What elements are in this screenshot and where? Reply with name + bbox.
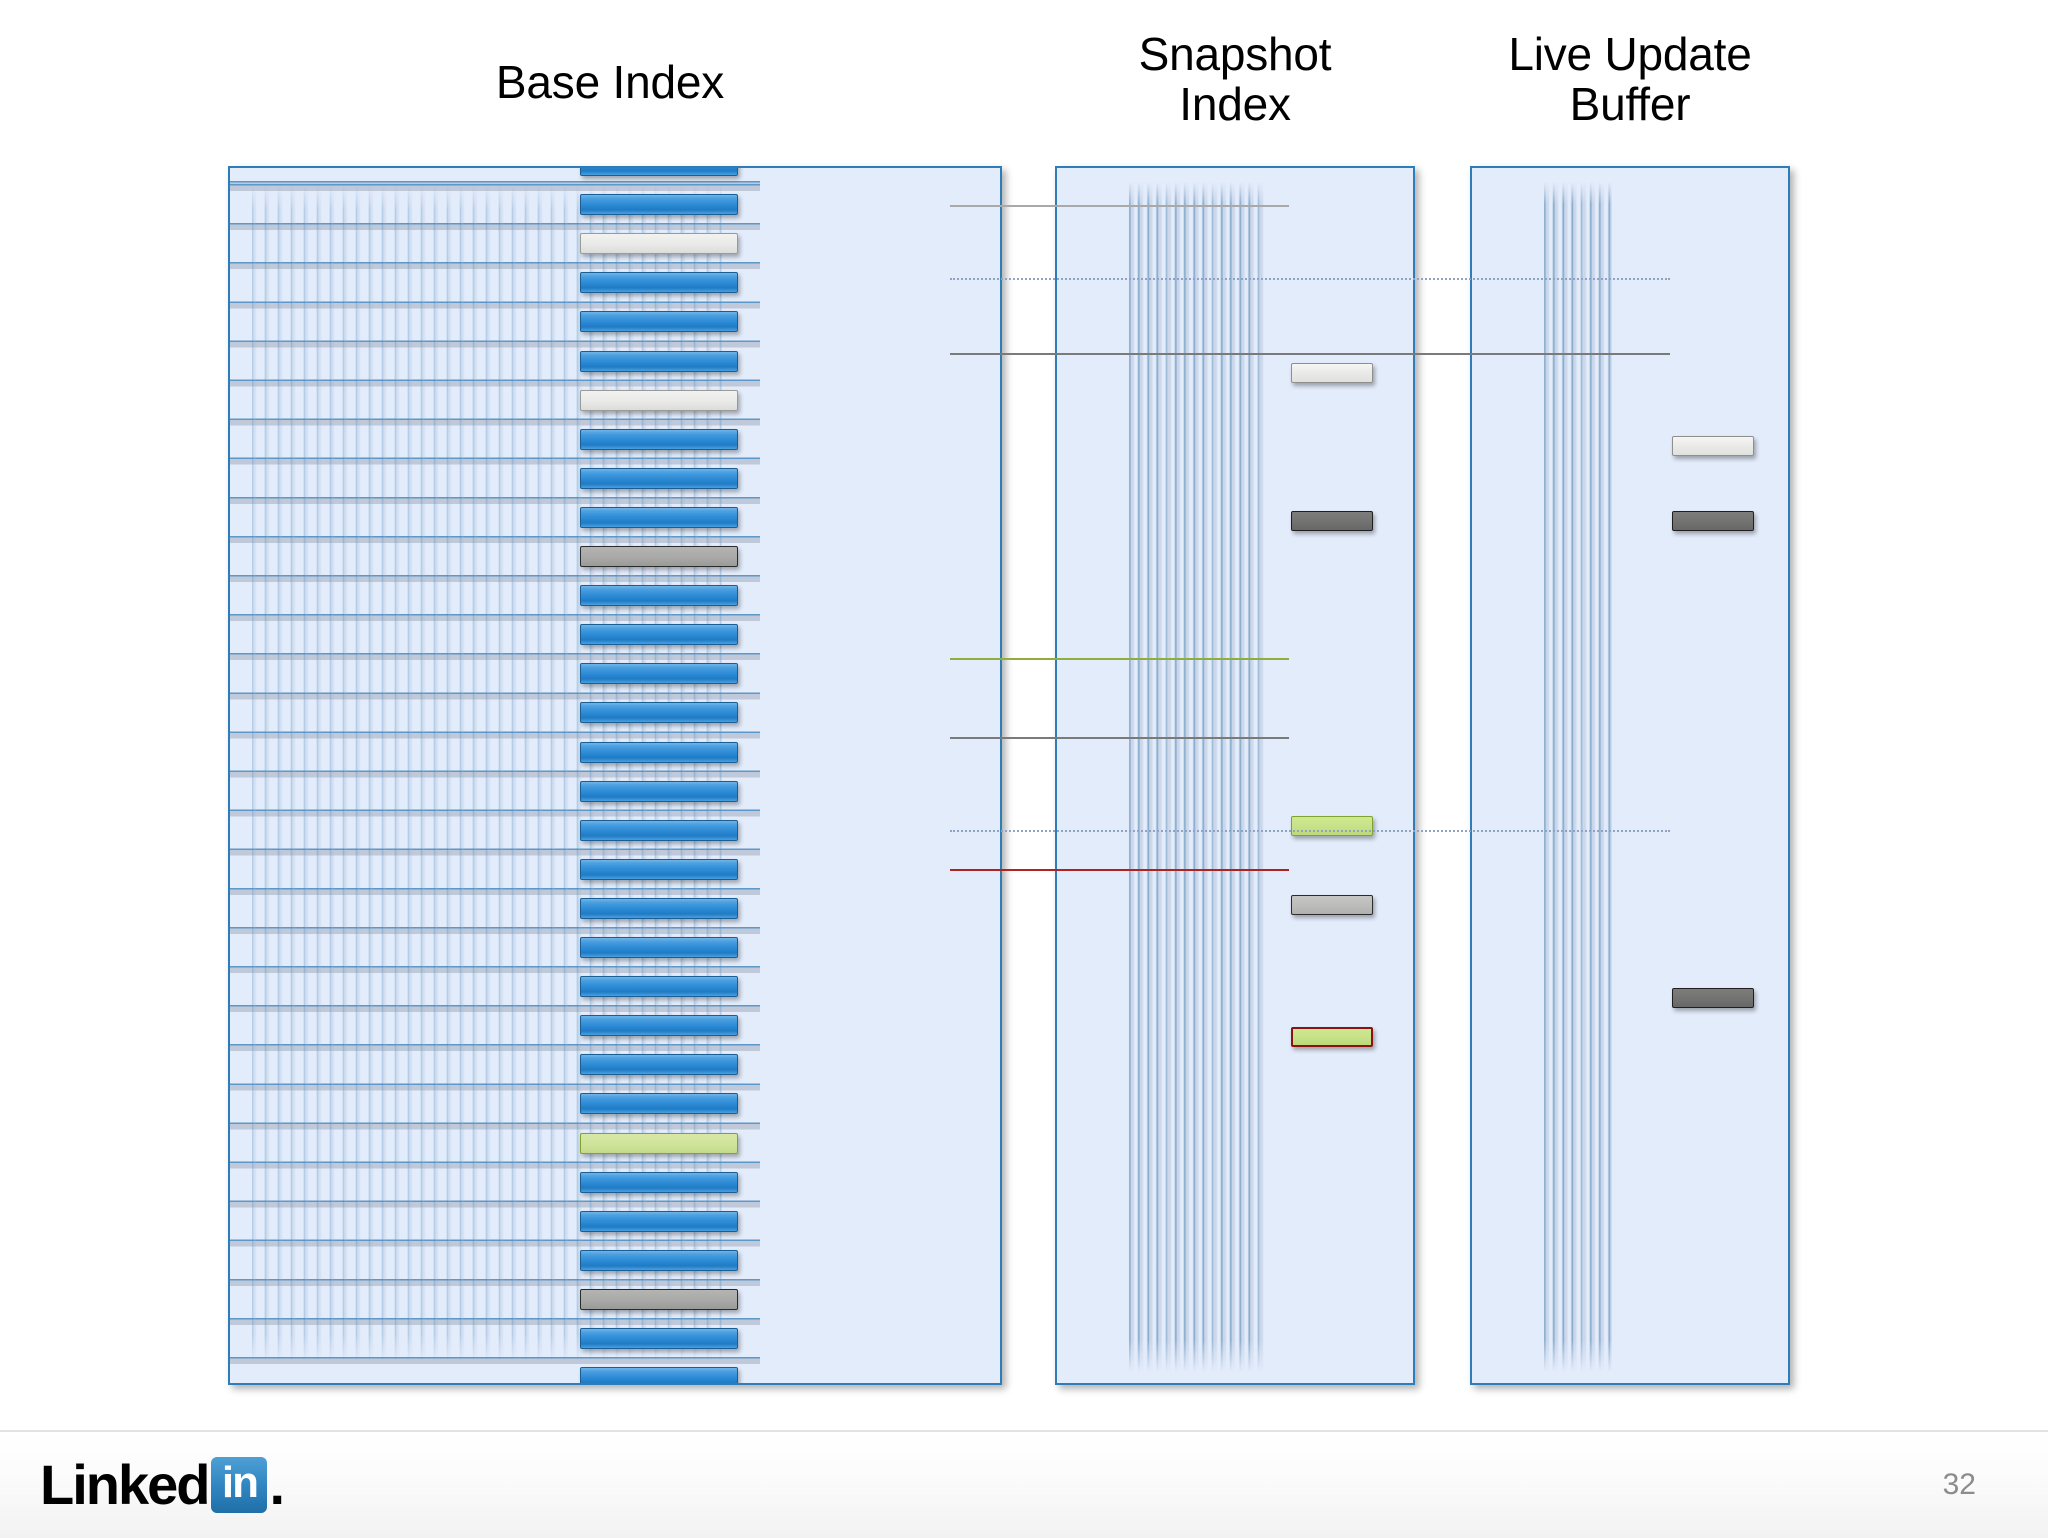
live-update-buffer-entry-2[interactable]: [1672, 988, 1754, 1008]
base-index-row-3[interactable]: [580, 272, 738, 294]
base-index-row-14[interactable]: [580, 702, 738, 724]
base-index-row-20[interactable]: [580, 937, 738, 958]
slide-footer: Linked in . 32: [0, 1430, 2048, 1538]
linkedin-in-badge-icon: in: [211, 1457, 268, 1513]
snapshot-index-entry-2[interactable]: [1291, 816, 1373, 836]
base-index-row-9[interactable]: [580, 506, 738, 528]
base-index-row-31[interactable]: [580, 1367, 738, 1383]
base-index-row-13[interactable]: [580, 663, 738, 685]
base-index-row-15[interactable]: [580, 741, 738, 763]
live-update-buffer-title: Live Update Buffer: [1508, 28, 1752, 130]
linkedin-logo: Linked in .: [40, 1456, 285, 1514]
base-index-row-2[interactable]: [580, 233, 738, 255]
base-index-row-16[interactable]: [580, 780, 738, 802]
snapshot-index-title: Snapshot Index: [1138, 28, 1332, 130]
base-index-row-4[interactable]: [580, 311, 738, 333]
live-update-buffer-panel[interactable]: [1470, 166, 1790, 1385]
linkedin-wordmark: Linked: [40, 1453, 210, 1516]
live-update-buffer-entry-0[interactable]: [1672, 436, 1754, 456]
live-update-buffer-entry-1[interactable]: [1672, 511, 1754, 531]
snapshot-index-column-hatch: [1129, 182, 1264, 1372]
base-index-row-23[interactable]: [580, 1054, 738, 1076]
base-index-row-24[interactable]: [580, 1093, 738, 1115]
slide-canvas: Base Index Snapshot Index Live Update Bu…: [228, 28, 1790, 1385]
snapshot-index-entry-0[interactable]: [1291, 363, 1373, 383]
snapshot-index-panel[interactable]: [1055, 166, 1415, 1385]
linkedin-trademark-dot: .: [269, 1453, 286, 1516]
base-index-row-22[interactable]: [580, 1015, 738, 1037]
snapshot-index-entry-1[interactable]: [1291, 511, 1373, 531]
base-index-row-5[interactable]: [580, 350, 738, 372]
base-index-row-12[interactable]: [580, 624, 738, 646]
base-index-row-7[interactable]: [580, 428, 738, 450]
base-index-row-26[interactable]: [580, 1171, 738, 1193]
base-index-row-10[interactable]: [580, 546, 738, 567]
base-index-row-27[interactable]: [580, 1210, 738, 1232]
base-index-row-25[interactable]: [580, 1132, 738, 1154]
base-index-row-1[interactable]: [580, 194, 738, 216]
live-update-buffer-column-hatch: [1544, 182, 1612, 1372]
snapshot-index-entry-4[interactable]: [1291, 1027, 1373, 1047]
base-index-row-28[interactable]: [580, 1249, 738, 1271]
base-index-title: Base Index: [495, 56, 725, 108]
snapshot-index-entry-3[interactable]: [1291, 895, 1373, 915]
base-index-row-8[interactable]: [580, 467, 738, 489]
base-index-row-6[interactable]: [580, 389, 738, 411]
base-index-row-30[interactable]: [580, 1328, 738, 1349]
page-number: 32: [1942, 1468, 1976, 1501]
base-index-row-29[interactable]: [580, 1288, 738, 1310]
base-index-panel[interactable]: [228, 166, 1002, 1385]
base-index-row-19[interactable]: [580, 897, 738, 919]
base-index-row-17[interactable]: [580, 819, 738, 841]
base-index-row-11[interactable]: [580, 585, 738, 607]
base-index-row-0[interactable]: [580, 168, 738, 176]
base-index-row-18[interactable]: [580, 858, 738, 880]
base-index-row-21[interactable]: [580, 976, 738, 998]
